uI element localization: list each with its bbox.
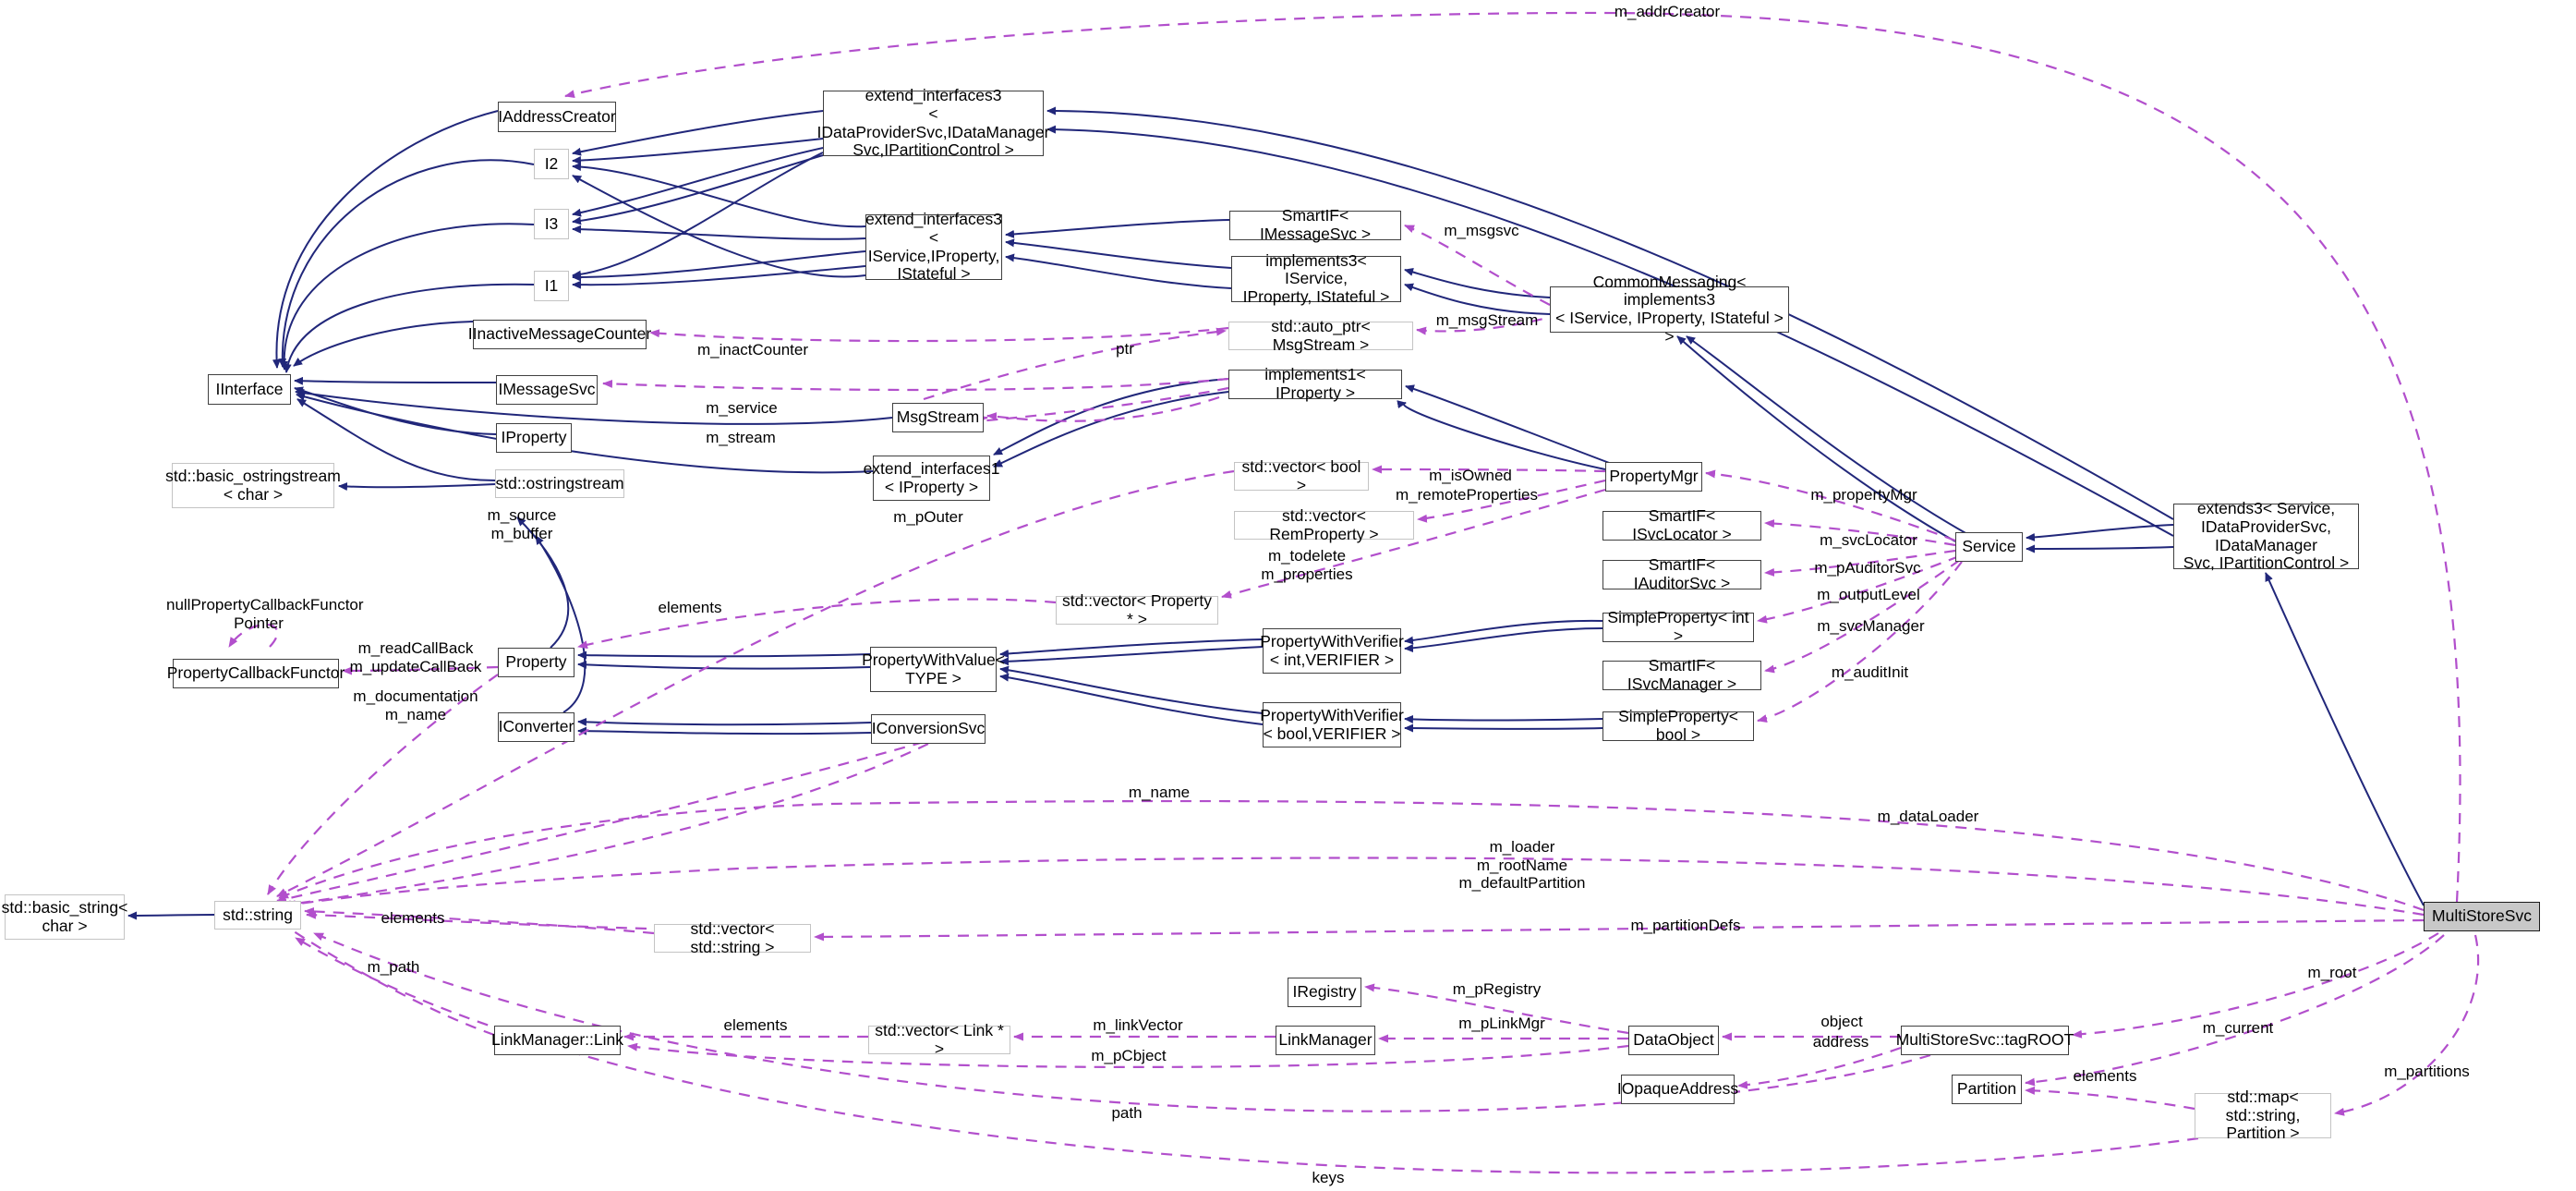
edge-label: m_isOwned [1429,467,1512,484]
class-node-CommonMessaging[interactable]: CommonMessaging< implements3 < IService,… [1550,273,1789,345]
class-node-I3[interactable]: I3 [534,209,569,239]
class-node-extend_interfaces3_dps[interactable]: extend_interfaces3 < IDataProviderSvc,ID… [816,86,1050,160]
class-node-std_basic_ostringstream[interactable]: std::basic_ostringstream < char > [165,463,341,508]
class-node-I1[interactable]: I1 [534,271,569,301]
edge-label: m_pRegistry [1452,980,1542,998]
edge-label: m_loader m_rootName m_defaultPartition [1458,838,1586,893]
class-node-std_ostringstream[interactable]: std::ostringstream [495,469,624,498]
class-node-IOpaqueAddress[interactable]: IOpaqueAddress [1617,1075,1738,1104]
class-node-std_vector_RemProperty[interactable]: std::vector< RemProperty > [1234,506,1414,542]
class-node-SimpleProperty_bool[interactable]: SimpleProperty< bool > [1602,708,1754,744]
edge-label: m_stream [706,429,776,446]
class-node-std_vector_Link_ptr[interactable]: std::vector< Link * > [868,1021,1010,1057]
edge-label: nullPropertyCallbackFunctor Pointer [166,596,364,632]
class-node-IMessageSvc[interactable]: IMessageSvc [496,375,598,405]
class-node-PropertyWithVerifier_bool[interactable]: PropertyWithVerifier < bool,VERIFIER > [1260,702,1404,747]
edge-label: object [1820,1013,1863,1030]
class-node-IProperty[interactable]: IProperty [496,423,572,453]
edge-label: m_root [2307,964,2357,981]
edge-label: m_partitions [2384,1063,2470,1080]
class-node-std_vector_std_string[interactable]: std::vector< std::string > [654,919,811,955]
class-node-Partition[interactable]: Partition [1952,1075,2022,1104]
class-node-extends3_Service[interactable]: extends3< Service, IDataProviderSvc, IDa… [2173,500,2359,572]
class-node-extend_interfaces3_svc[interactable]: extend_interfaces3 < IService,IProperty,… [865,210,1002,284]
class-node-MsgStream[interactable]: MsgStream [892,403,984,432]
edge-label: address [1812,1033,1869,1051]
edge-label: m_partitionDefs [1630,917,1741,934]
class-node-MultiStoreSvc_tagROOT[interactable]: MultiStoreSvc::tagROOT [1896,1026,2074,1055]
class-node-SmartIF_IAuditorSvc[interactable]: SmartIF< IAuditorSvc > [1602,556,1761,592]
edge-label: m_svcLocator [1820,531,1917,549]
edge-label: m_pAuditorSvc [1814,559,1921,577]
class-node-SmartIF_ISvcManager[interactable]: SmartIF< ISvcManager > [1602,657,1761,693]
edge-label: m_msgStream [1435,311,1539,329]
edge-label: m_propertyMgr [1810,486,1917,504]
edge-label: elements [2073,1067,2137,1085]
edge-label: ptr [1116,340,1134,358]
class-node-std_vector_bool[interactable]: std::vector< bool > [1234,457,1369,493]
edge-label: m_msgsvc [1444,222,1519,239]
edge-label: elements [381,909,445,927]
class-node-MultiStoreSvc[interactable]: MultiStoreSvc [2424,902,2540,931]
edge-label: m_svcManager [1817,617,1925,635]
class-node-Property[interactable]: Property [498,648,574,677]
class-node-IInterface[interactable]: IInterface [208,374,291,405]
edge-label: m_name [1128,784,1191,801]
edge-label: m_current [2202,1019,2274,1037]
class-node-SmartIF_IMessageSvc[interactable]: SmartIF< IMessageSvc > [1229,207,1401,243]
class-node-PropertyMgr[interactable]: PropertyMgr [1605,462,1702,492]
edge-label: m_dataLoader [1877,808,1979,825]
edge-label: m_outputLevel [1817,586,1920,603]
class-node-std_auto_ptr_MsgStream[interactable]: std::auto_ptr< MsgStream > [1228,317,1413,353]
class-node-I2[interactable]: I2 [534,149,569,179]
class-node-std_vector_Property_ptr[interactable]: std::vector< Property * > [1056,591,1218,627]
class-node-IRegistry[interactable]: IRegistry [1288,978,1361,1007]
class-node-IInactiveMessageCounter[interactable]: IInactiveMessageCounter [468,320,651,349]
edge-label: elements [658,599,722,616]
class-node-SimpleProperty_int[interactable]: SimpleProperty< int > [1602,609,1754,645]
edge-label: m_pCbject [1091,1047,1167,1064]
class-node-LinkManager_Link[interactable]: LinkManager::Link [491,1026,623,1055]
edge-label: m_service [706,399,778,417]
class-node-IConversionSvc[interactable]: IConversionSvc [871,714,986,744]
class-node-extend_interfaces1[interactable]: extend_interfaces1 < IProperty > [864,456,999,501]
class-node-std_string[interactable]: std::string [214,901,301,930]
edge-label: m_addrCreator [1614,3,1721,20]
edge-label: m_source m_buffer [487,506,557,542]
class-node-Service[interactable]: Service [1955,532,2023,562]
edge-label: elements [723,1016,788,1034]
class-node-PropertyWithVerifier_int[interactable]: PropertyWithVerifier < int,VERIFIER > [1260,628,1404,674]
class-node-PropertyWithValue[interactable]: PropertyWithValue< TYPE > [862,647,1005,692]
class-node-std_basic_string[interactable]: std::basic_string< char > [2,894,127,940]
class-node-LinkManager[interactable]: LinkManager [1276,1026,1375,1055]
class-node-std_map_string_Partition[interactable]: std::map< std::string, Partition > [2195,1088,2331,1142]
edge-label: m_auditInit [1831,663,1909,681]
class-node-SmartIF_ISvcLocator[interactable]: SmartIF< ISvcLocator > [1602,507,1761,543]
edge-label: path [1111,1104,1143,1122]
class-node-IConverter[interactable]: IConverter [498,712,574,742]
edge-label: m_linkVector [1093,1016,1183,1034]
class-node-implements3[interactable]: implements3< IService, IProperty, IState… [1231,251,1401,306]
edge-label: m_pOuter [893,508,963,526]
class-node-implements1_IProperty[interactable]: implements1< IProperty > [1228,366,1402,402]
class-node-IAddressCreator[interactable]: IAddressCreator [498,102,616,132]
edge-label: m_inactCounter [696,341,808,359]
edge-label: m_remoteProperties [1395,486,1538,504]
edge-label: m_readCallBack m_updateCallBack [349,639,482,675]
class-node-DataObject[interactable]: DataObject [1628,1026,1719,1055]
edge-label: keys [1312,1169,1345,1186]
edge-label: m_pLinkMgr [1458,1015,1545,1032]
class-node-PropertyCallbackFunctor[interactable]: PropertyCallbackFunctor [167,659,345,688]
edge-label: m_documentation m_name [353,687,478,723]
edge-label: m_todelete m_properties [1261,547,1353,583]
edge-label: m_path [367,958,420,976]
